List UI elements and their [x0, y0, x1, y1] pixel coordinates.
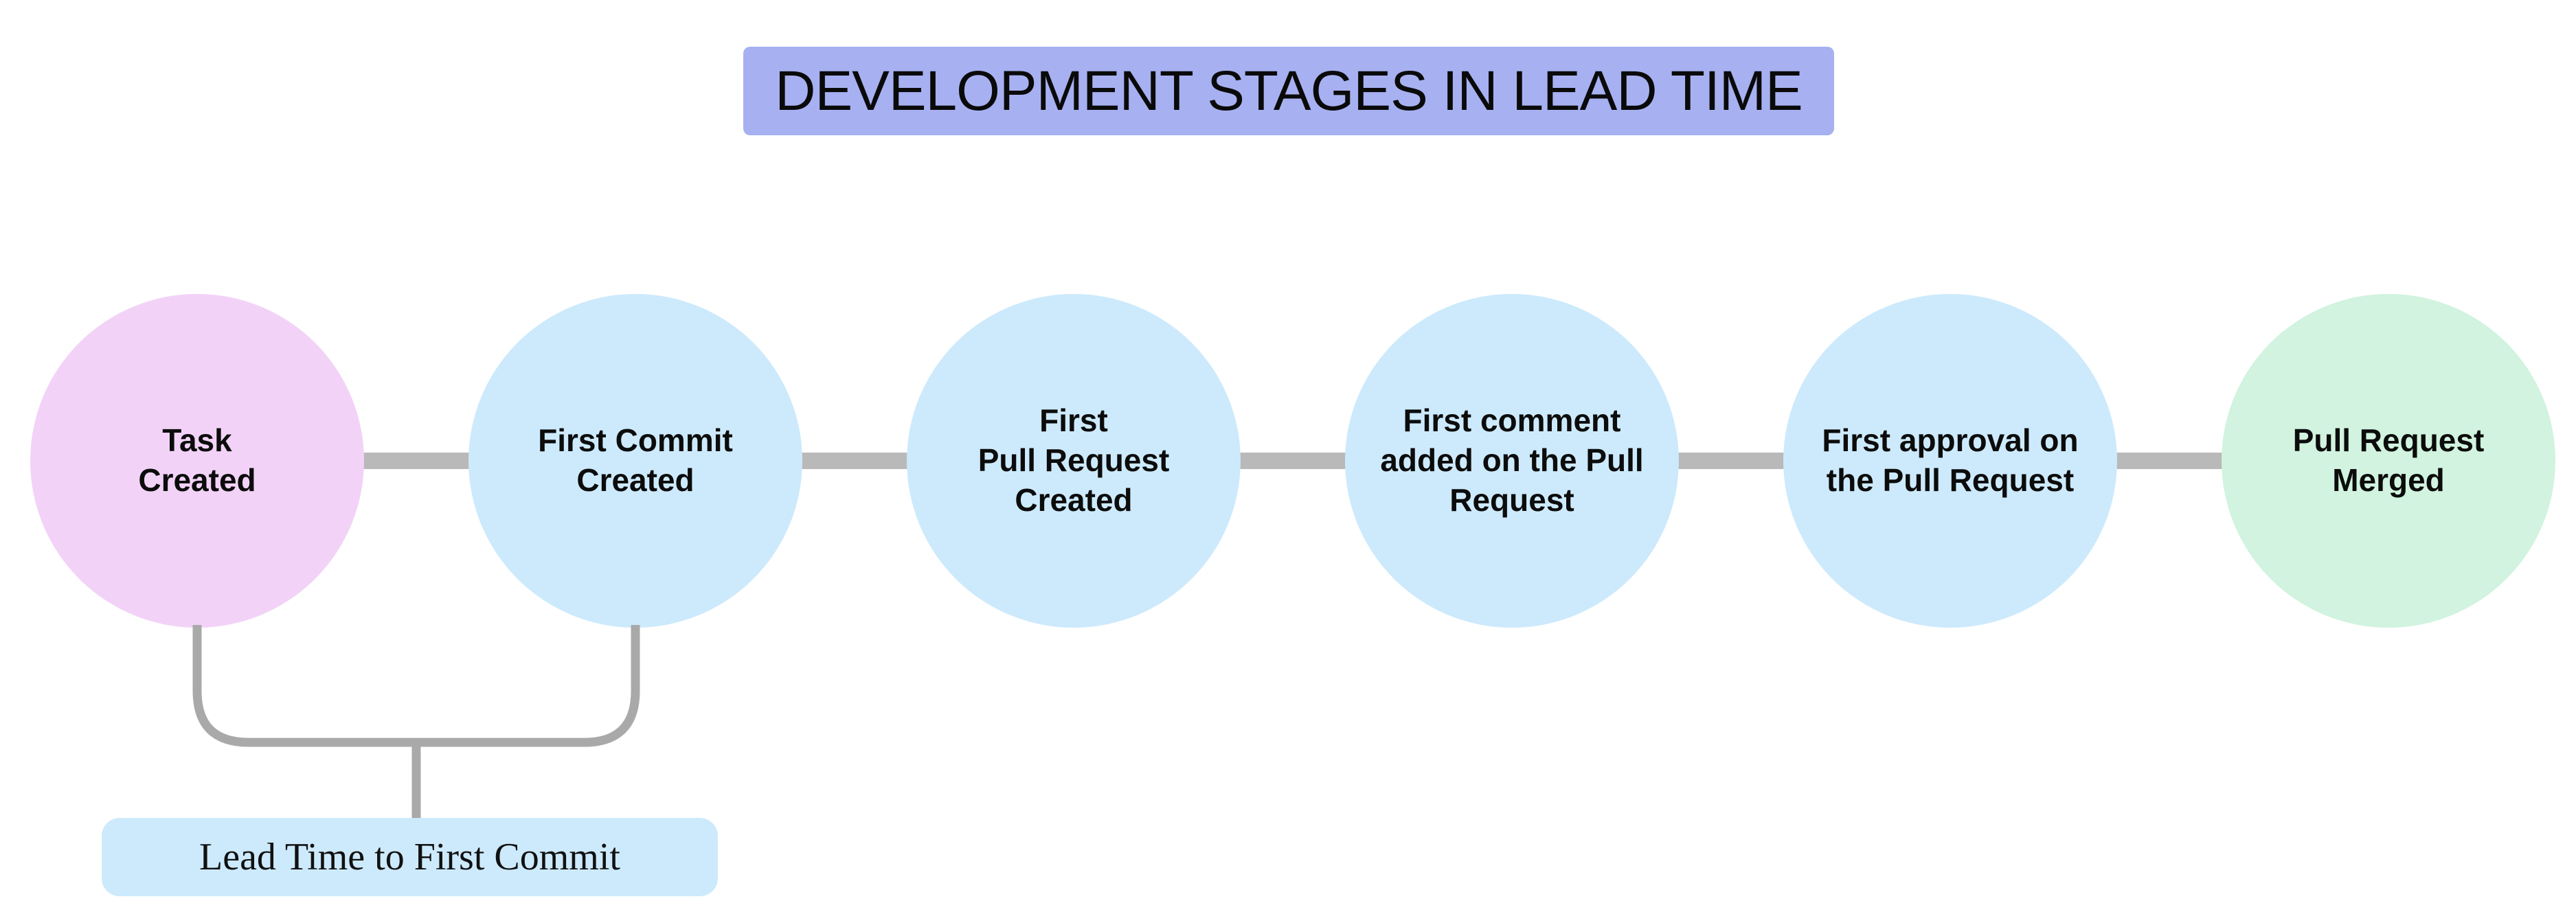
stage-label: Task Created: [138, 422, 256, 498]
stage-label: First Commit Created: [538, 422, 733, 498]
stage-task-created: Task Created: [30, 294, 364, 628]
lead-time-annotation-label: Lead Time to First Commit: [199, 836, 620, 878]
stage-first-comment-added: First comment added on the Pull Request: [1345, 294, 1679, 628]
stage-label: First Pull Request Created: [978, 402, 1170, 518]
diagram-title: DEVELOPMENT STAGES IN LEAD TIME: [743, 47, 1834, 135]
stage-first-commit-created: First Commit Created: [468, 294, 802, 628]
bracket-path: [192, 625, 640, 747]
stage-label: First approval on the Pull Request: [1822, 422, 2079, 498]
stage-first-approval: First approval on the Pull Request: [1783, 294, 2117, 628]
stage-label: First comment added on the Pull Request: [1380, 402, 1644, 518]
lead-time-annotation: Lead Time to First Commit: [102, 818, 718, 896]
stage-pull-request-merged: Pull Request Merged: [2222, 294, 2555, 628]
stage-first-pull-request-created: First Pull Request Created: [907, 294, 1241, 628]
stage-label: Pull Request Merged: [2292, 422, 2485, 498]
